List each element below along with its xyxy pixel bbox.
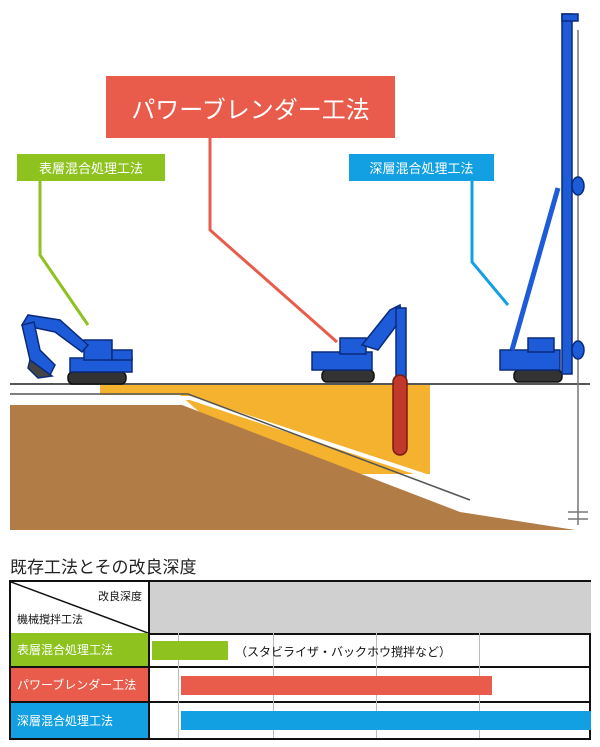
row-note-surface: （スタビライザ・バックホウ撹拌など） <box>235 645 452 659</box>
table-title: 既存工法とその改良深度 <box>10 558 197 578</box>
table-row: パワーブレンダー工法 <box>11 668 591 701</box>
callout-surface-mixing: 表層混合処理工法 <box>17 154 165 181</box>
leader-main <box>208 138 338 344</box>
slope-outline <box>10 393 471 501</box>
header-label-cell: 改良深度 機械撹拌工法 <box>11 582 148 633</box>
leader-right <box>470 180 510 306</box>
row-divider <box>11 701 591 703</box>
slope-edge-line <box>10 396 576 527</box>
table-row: 表層混合処理工法 <box>11 633 591 666</box>
column-divider <box>148 582 150 738</box>
deep-mixing-rig <box>499 13 585 383</box>
depth-bar-power-blender <box>181 676 492 695</box>
row-label-deep: 深層混合処理工法 <box>11 703 148 738</box>
surface-mixing-backhoe <box>20 314 133 385</box>
soil-slope <box>10 405 575 530</box>
row-divider <box>11 633 591 635</box>
depth-gridline <box>178 633 179 738</box>
power-blender-machine <box>311 303 407 383</box>
header-depth: 改良深度 <box>98 590 142 603</box>
depth-bar-deep <box>181 711 591 730</box>
mixing-head <box>392 374 408 456</box>
row-divider <box>11 666 591 668</box>
comparison-table: 改良深度 機械撹拌工法 表層混合処理工法 （スタビライザ・バックホウ撹拌など） … <box>9 580 591 740</box>
leader-left <box>38 180 90 326</box>
row-label-surface: 表層混合処理工法 <box>11 633 148 666</box>
table-row: 深層混合処理工法 <box>11 703 591 738</box>
callout-deep-mixing: 深層混合処理工法 <box>349 154 494 181</box>
row-label-power-blender: パワーブレンダー工法 <box>11 668 148 701</box>
depth-bar-surface <box>152 641 228 660</box>
callout-power-blender: パワーブレンダー工法 <box>106 76 395 138</box>
header-diagonal <box>11 582 148 633</box>
construction-illustration <box>10 13 590 530</box>
header-depth-area <box>150 582 591 633</box>
header-method: 機械撹拌工法 <box>17 613 83 626</box>
